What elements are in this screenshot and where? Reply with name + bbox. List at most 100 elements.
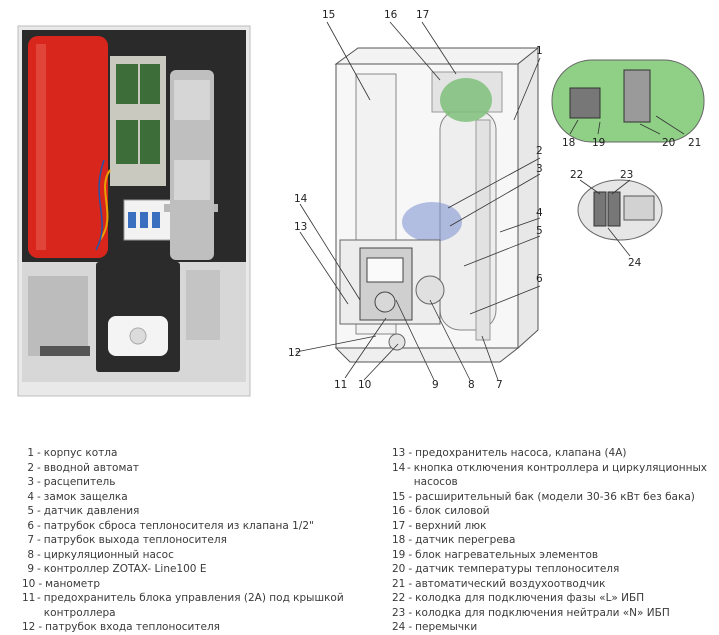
expansion-tank (28, 36, 108, 258)
callout-2: 2 (536, 145, 543, 157)
callout-13: 13 (294, 221, 307, 233)
legend-text: циркуляционный насос (43, 548, 174, 561)
legend-separator: - (408, 519, 413, 532)
legend-item: 19-блок нагревательных элементов (392, 548, 712, 563)
legend-separator: - (37, 490, 41, 503)
legend-item: 2-вводной автомат (22, 461, 362, 476)
legend-item: 3-расцепитель (22, 475, 362, 490)
controller-dial (374, 291, 396, 313)
legend-item: 4-замок защелка (22, 490, 362, 505)
legend-number: 17 (392, 519, 406, 532)
legend-number: 14 (392, 461, 406, 474)
legend-item: 10-манометр (22, 577, 362, 592)
legend-number: 2 (27, 461, 34, 474)
callout-10: 10 (358, 379, 371, 391)
legend-item: 8-циркуляционный насос (22, 548, 362, 563)
wire-blue (95, 159, 105, 251)
legend-text: вводной автомат (43, 461, 139, 474)
callout-23: 23 (620, 169, 633, 181)
legend-number: 22 (392, 592, 406, 604)
legend-item: 6-патрубок сброса теплоносителя из клапа… (22, 519, 362, 534)
legend-text: датчик давления (43, 505, 140, 517)
legend-separator: - (37, 476, 41, 488)
legend-number: 21 (392, 577, 406, 590)
callout-20: 20 (662, 137, 675, 149)
callout-12: 12 (288, 347, 301, 359)
callout-22: 22 (570, 169, 583, 181)
relay-block-4 (140, 120, 160, 164)
legend-text: расцепитель (43, 476, 116, 488)
callout-5: 5 (536, 225, 543, 237)
legend-separator: - (38, 577, 43, 590)
legend-text: расширительный бак (модели 30-36 кВт без… (415, 490, 695, 503)
callout-7: 7 (496, 379, 503, 391)
boiler-diagram: 15 16 17 1 2 3 4 5 6 14 13 12 11 10 9 8 … (288, 9, 705, 391)
legend-number: 9 (27, 563, 34, 575)
legend-text: автоматический воздухоотводчик (415, 577, 606, 590)
legend-text: перемычки (415, 621, 478, 633)
callout-24: 24 (628, 257, 642, 269)
leader-lines (295, 21, 541, 381)
legend-number: 4 (27, 490, 34, 503)
relay-block-2 (140, 64, 160, 104)
callout-9: 9 (432, 379, 439, 391)
legend-separator: - (38, 621, 43, 633)
legend-number: 16 (392, 505, 406, 517)
legend-number: 12 (22, 621, 36, 633)
callout-18: 18 (562, 137, 575, 149)
legend-number: 11 (22, 592, 36, 604)
legend-item: 15-расширительный бак (модели 30-36 кВт … (392, 490, 712, 505)
legend-text: манометр (45, 577, 100, 590)
legend-item: 9-контроллер ZOTAX- Line100 E (22, 562, 362, 577)
tank-highlight (36, 44, 46, 250)
legend-item: 14-кнопка отключения контроллера и цирку… (392, 461, 712, 490)
legend-separator: - (408, 534, 413, 546)
legend-separator: - (37, 563, 41, 575)
legend-separator: - (408, 592, 413, 604)
callout-4: 4 (536, 207, 543, 219)
pipe-photo (186, 270, 220, 340)
legend-number: 24 (392, 621, 406, 633)
breaker-toggle-2 (140, 212, 148, 228)
legend-separator: - (37, 548, 41, 561)
legend-number: 8 (27, 548, 34, 561)
legend-text: замок защелка (43, 490, 128, 503)
legend-item: 24-перемычки (392, 620, 712, 635)
breaker-toggle-1 (128, 212, 136, 228)
boiler-photo (17, 25, 251, 397)
legend-separator: - (408, 490, 413, 503)
legend-text: корпус котла (43, 447, 118, 459)
legend-item: 18-датчик перегрева (392, 533, 712, 548)
callout-6: 6 (536, 273, 543, 285)
legend-number: 13 (392, 447, 406, 459)
legend-separator: - (408, 563, 413, 575)
legend-text: колодка для подключения нейтрали «N» ИБП (415, 606, 670, 619)
legend-separator: - (408, 577, 413, 590)
controller-center-button (129, 327, 147, 345)
legend-item: 13-предохранитель насоса, клапана (4А) (392, 446, 712, 461)
highlight-breaker (402, 202, 462, 242)
callout-17: 17 (416, 9, 429, 21)
outlet-pipe (475, 119, 491, 341)
controller-display (366, 257, 404, 283)
legend-item: 22-колодка для подключения фазы «L» ИБП (392, 591, 712, 606)
legend-number: 3 (27, 476, 34, 488)
legend-item: 21-автоматический воздухоотводчик (392, 577, 712, 592)
callout-16: 16 (384, 9, 398, 21)
legend-item: 7-патрубок выхода теплоносителя (22, 533, 362, 548)
legend-separator: - (37, 505, 41, 517)
inset-top-right (551, 59, 705, 143)
breaker-toggle-3 (152, 212, 160, 228)
legend-separator: - (37, 534, 41, 546)
legend-item: 17-верхний люк (392, 519, 712, 534)
relay-block-1 (116, 64, 138, 104)
manometer (388, 333, 406, 351)
legend-separator: - (408, 505, 413, 517)
callout-15: 15 (322, 9, 335, 21)
legend-number: 18 (392, 534, 406, 546)
legend-separator: - (408, 447, 413, 459)
legend-separator: - (37, 519, 41, 532)
highlight-top (440, 78, 492, 122)
callout-8: 8 (468, 379, 475, 391)
legend-item: 12-патрубок входа теплоносителя (22, 620, 362, 635)
